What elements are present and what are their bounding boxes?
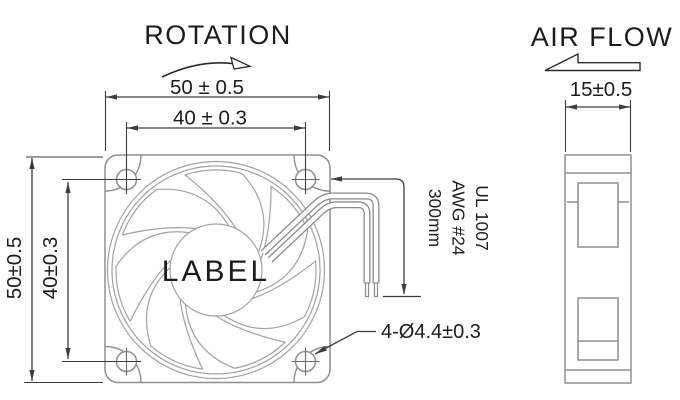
- dimension-line: [331, 178, 405, 294]
- arrowhead-leader-icon: [315, 346, 327, 354]
- arrowhead-down-icon: [29, 370, 35, 381]
- wire-spec-line-3: 300mm: [425, 189, 445, 247]
- hole-diameter-text: 4-Ø4.4±0.3: [381, 321, 481, 343]
- arrowhead-left-icon: [566, 104, 577, 110]
- venturi-inner-ring: [111, 165, 321, 375]
- hub: [169, 223, 263, 317]
- dim-width-top-text: 50 ± 0.5: [170, 76, 244, 99]
- side-view-body: [564, 154, 632, 384]
- lead-wires: [260, 192, 380, 298]
- rotation-label: ROTATION: [144, 20, 292, 50]
- wire-black-core: [268, 202, 370, 284]
- dim-height-left-text: 50±0.5: [3, 237, 26, 300]
- dim-height-left: 50±0.5: [3, 156, 103, 384]
- motor-side-profile: [577, 297, 619, 361]
- hub-side-profile: [577, 182, 619, 248]
- air-flow-annotation: AIR FLOW: [531, 22, 674, 72]
- dim-hole-pitch-left-text: 40±0.3: [39, 237, 62, 300]
- air-flow-label: AIR FLOW: [531, 22, 674, 52]
- arrowhead-right-icon: [294, 125, 305, 131]
- arrowhead-up-icon: [29, 158, 35, 169]
- wire-stripped-tip: [364, 282, 370, 298]
- dim-hole-pitch-top-text: 40 ± 0.3: [173, 107, 247, 130]
- hole-diameter-callout: 4-Ø4.4±0.3: [314, 321, 481, 355]
- air-flow-arrow-icon: [544, 52, 641, 72]
- arrowhead-left-icon: [106, 94, 117, 100]
- arrowhead-left-icon: [127, 125, 138, 131]
- arrowhead-up-icon: [65, 182, 71, 193]
- dim-hole-pitch-top: 40 ± 0.3: [125, 107, 307, 194]
- arrowhead-left-icon: [331, 176, 342, 182]
- dim-hole-pitch-left: 40±0.3: [39, 178, 141, 363]
- dim-wire-length: [331, 176, 421, 298]
- arrowhead-down-icon: [401, 284, 407, 295]
- wire-spec-line-1: UL 1007: [472, 185, 492, 251]
- dim-depth: 15±0.5: [564, 78, 633, 152]
- arrowhead-down-icon: [65, 348, 71, 359]
- rotation-arrow-icon: [230, 56, 253, 70]
- dim-width-top: 50 ± 0.5: [104, 76, 331, 151]
- side-view: AIR FLOW 15±0.5: [531, 22, 674, 384]
- fan-label: LABEL: [162, 255, 270, 288]
- arrowhead-right-icon: [619, 104, 630, 110]
- wire-stripped-tip: [373, 282, 379, 298]
- front-view: LABEL ROTATION 50 ± 0.5: [3, 20, 492, 384]
- rotation-direction: ROTATION: [144, 20, 292, 78]
- wire-red-core: [261, 193, 379, 284]
- wire-spec: UL 1007 AWG #24 300mm: [425, 180, 492, 255]
- arrowhead-right-icon: [318, 94, 329, 100]
- wire-spec-line-2: AWG #24: [449, 180, 469, 255]
- venturi-outer-ring: [106, 160, 326, 380]
- leader-line: [314, 330, 376, 355]
- dim-depth-text: 15±0.5: [570, 78, 633, 101]
